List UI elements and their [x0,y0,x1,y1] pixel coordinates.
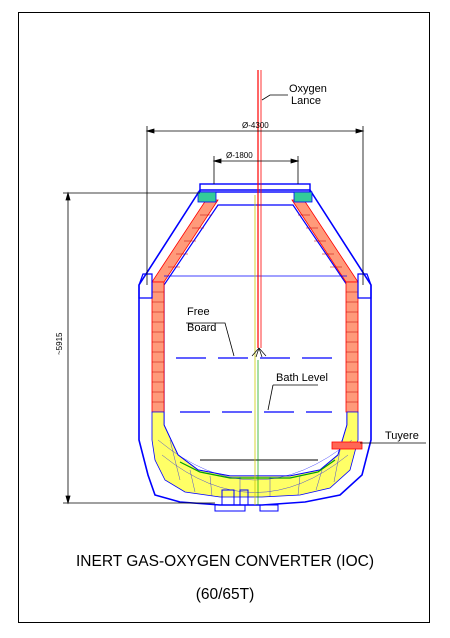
free-board-label-line2: Board [187,322,216,334]
mouth-diameter-label: Ø-1800 [226,151,253,160]
trunnion-right [357,273,372,299]
drawing-frame [18,12,430,623]
mouth-right-cap [293,191,313,203]
bath-level-label: Bath Level [276,372,328,384]
outer-diameter-label: Ø-4300 [242,121,269,130]
tuyere-label: Tuyere [385,430,419,442]
mouth-diameter-dimension [212,156,300,184]
tuyere [331,441,363,450]
lance-nozzle-jet [251,347,267,358]
drawing-capacity: (60/65T) [195,586,255,603]
bottom-lining [151,411,359,498]
mouth-ring [199,183,311,193]
bottom-supports [214,489,279,512]
height-label: ~5915 [55,332,64,355]
inner-cavity [163,204,348,477]
free-board-label-line1: Free [187,306,210,318]
drawing-title: INERT GAS-OXYGEN CONVERTER (IOC) [76,553,374,570]
oxygen-lance-label-line1: Oxygen [289,83,327,95]
bottom-working-layer [179,459,336,479]
brick-hatching [152,214,358,403]
trunnion-left [138,273,153,299]
mouth-left-cap [197,191,217,203]
outer-diameter-dimension [145,126,365,285]
refractory-left-wall [151,281,165,413]
refractory-right-wall [345,281,359,413]
height-dimension [63,191,215,505]
label-leaders [186,94,426,444]
oxygen-lance-label-line2: Lance [291,95,321,107]
